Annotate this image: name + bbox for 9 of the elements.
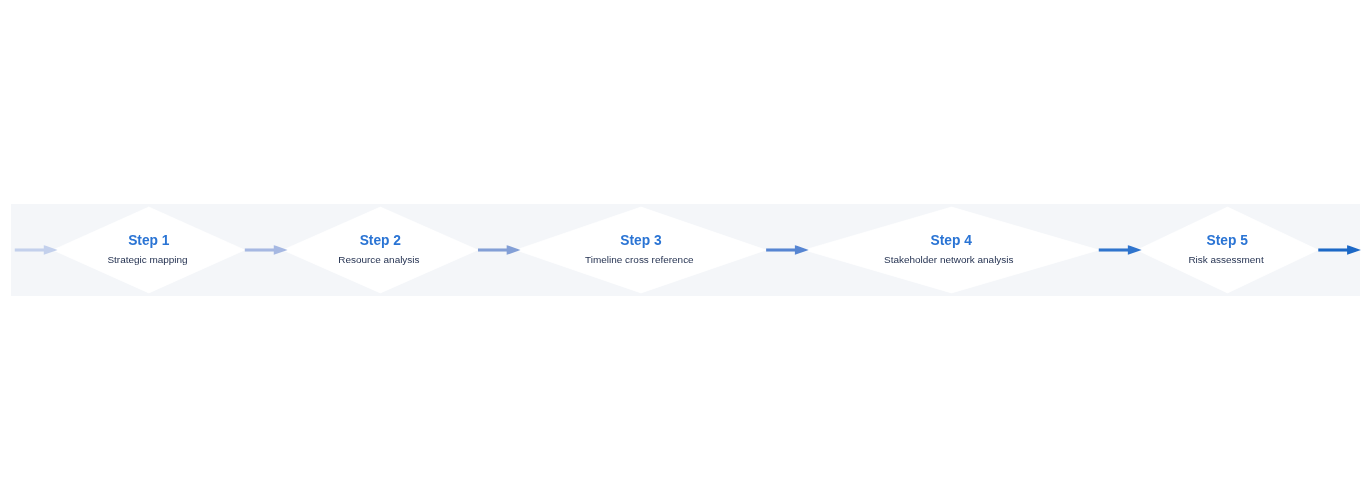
node-diamond: Step 5 Risk assessment <box>1136 206 1319 294</box>
arrow <box>1318 245 1361 255</box>
arrow <box>244 245 288 255</box>
arrow <box>478 245 521 255</box>
node-diamond: Step 2 Resource analysis <box>282 206 479 294</box>
arrow <box>1098 245 1142 255</box>
node-diamond: Step 1 Strategic mapping <box>52 206 246 294</box>
arrow <box>14 245 58 255</box>
arrow <box>766 245 809 255</box>
